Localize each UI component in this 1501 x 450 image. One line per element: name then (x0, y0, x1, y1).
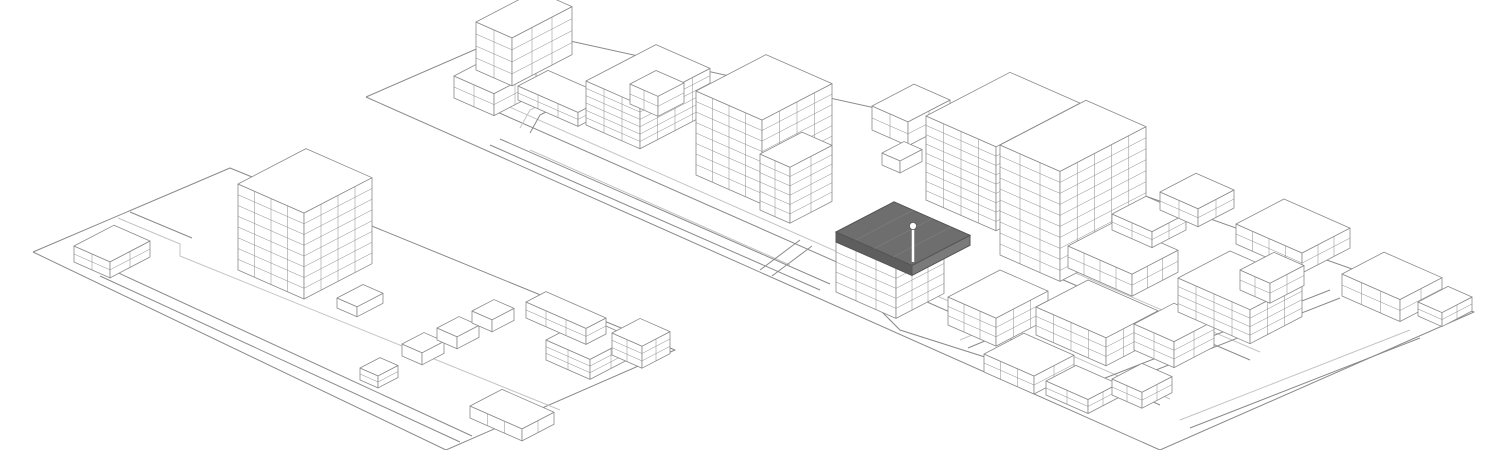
building (73, 224, 151, 279)
building (629, 70, 685, 117)
building (1239, 251, 1305, 304)
building (1111, 362, 1173, 409)
building (1045, 364, 1119, 414)
roof-grid-line (854, 209, 914, 241)
building (611, 318, 671, 369)
building (471, 299, 515, 333)
building (759, 131, 833, 224)
building (359, 357, 399, 389)
parcel-west (32, 167, 676, 450)
building (1235, 198, 1351, 274)
road-line (111, 269, 473, 437)
pin-head[interactable] (909, 221, 918, 230)
building (336, 284, 384, 318)
road-line (1189, 337, 1421, 429)
road-line (529, 149, 791, 266)
road-line (759, 239, 801, 271)
building (1341, 251, 1443, 322)
road-line (879, 309, 1011, 366)
road-line (117, 217, 561, 411)
building (881, 141, 923, 174)
building (1417, 285, 1473, 327)
building (401, 332, 445, 366)
building (469, 388, 555, 442)
building (1159, 172, 1235, 228)
buildings (73, 0, 1473, 442)
building (475, 0, 573, 87)
pin-marker-icon[interactable] (909, 221, 918, 262)
building (947, 269, 1049, 347)
road-line (129, 211, 193, 239)
building (999, 99, 1147, 282)
roof-grid-line (873, 218, 933, 249)
road-line (1049, 261, 1261, 353)
building (983, 332, 1075, 395)
road-line (499, 138, 831, 285)
road-line (1179, 329, 1411, 421)
building (1067, 221, 1179, 297)
road-line (99, 275, 461, 443)
building (237, 148, 373, 300)
selected-building[interactable] (834, 201, 972, 277)
roof-grid-line (892, 226, 952, 258)
building (525, 291, 607, 345)
road-line (771, 245, 813, 277)
building (436, 316, 480, 350)
building (1111, 195, 1187, 249)
